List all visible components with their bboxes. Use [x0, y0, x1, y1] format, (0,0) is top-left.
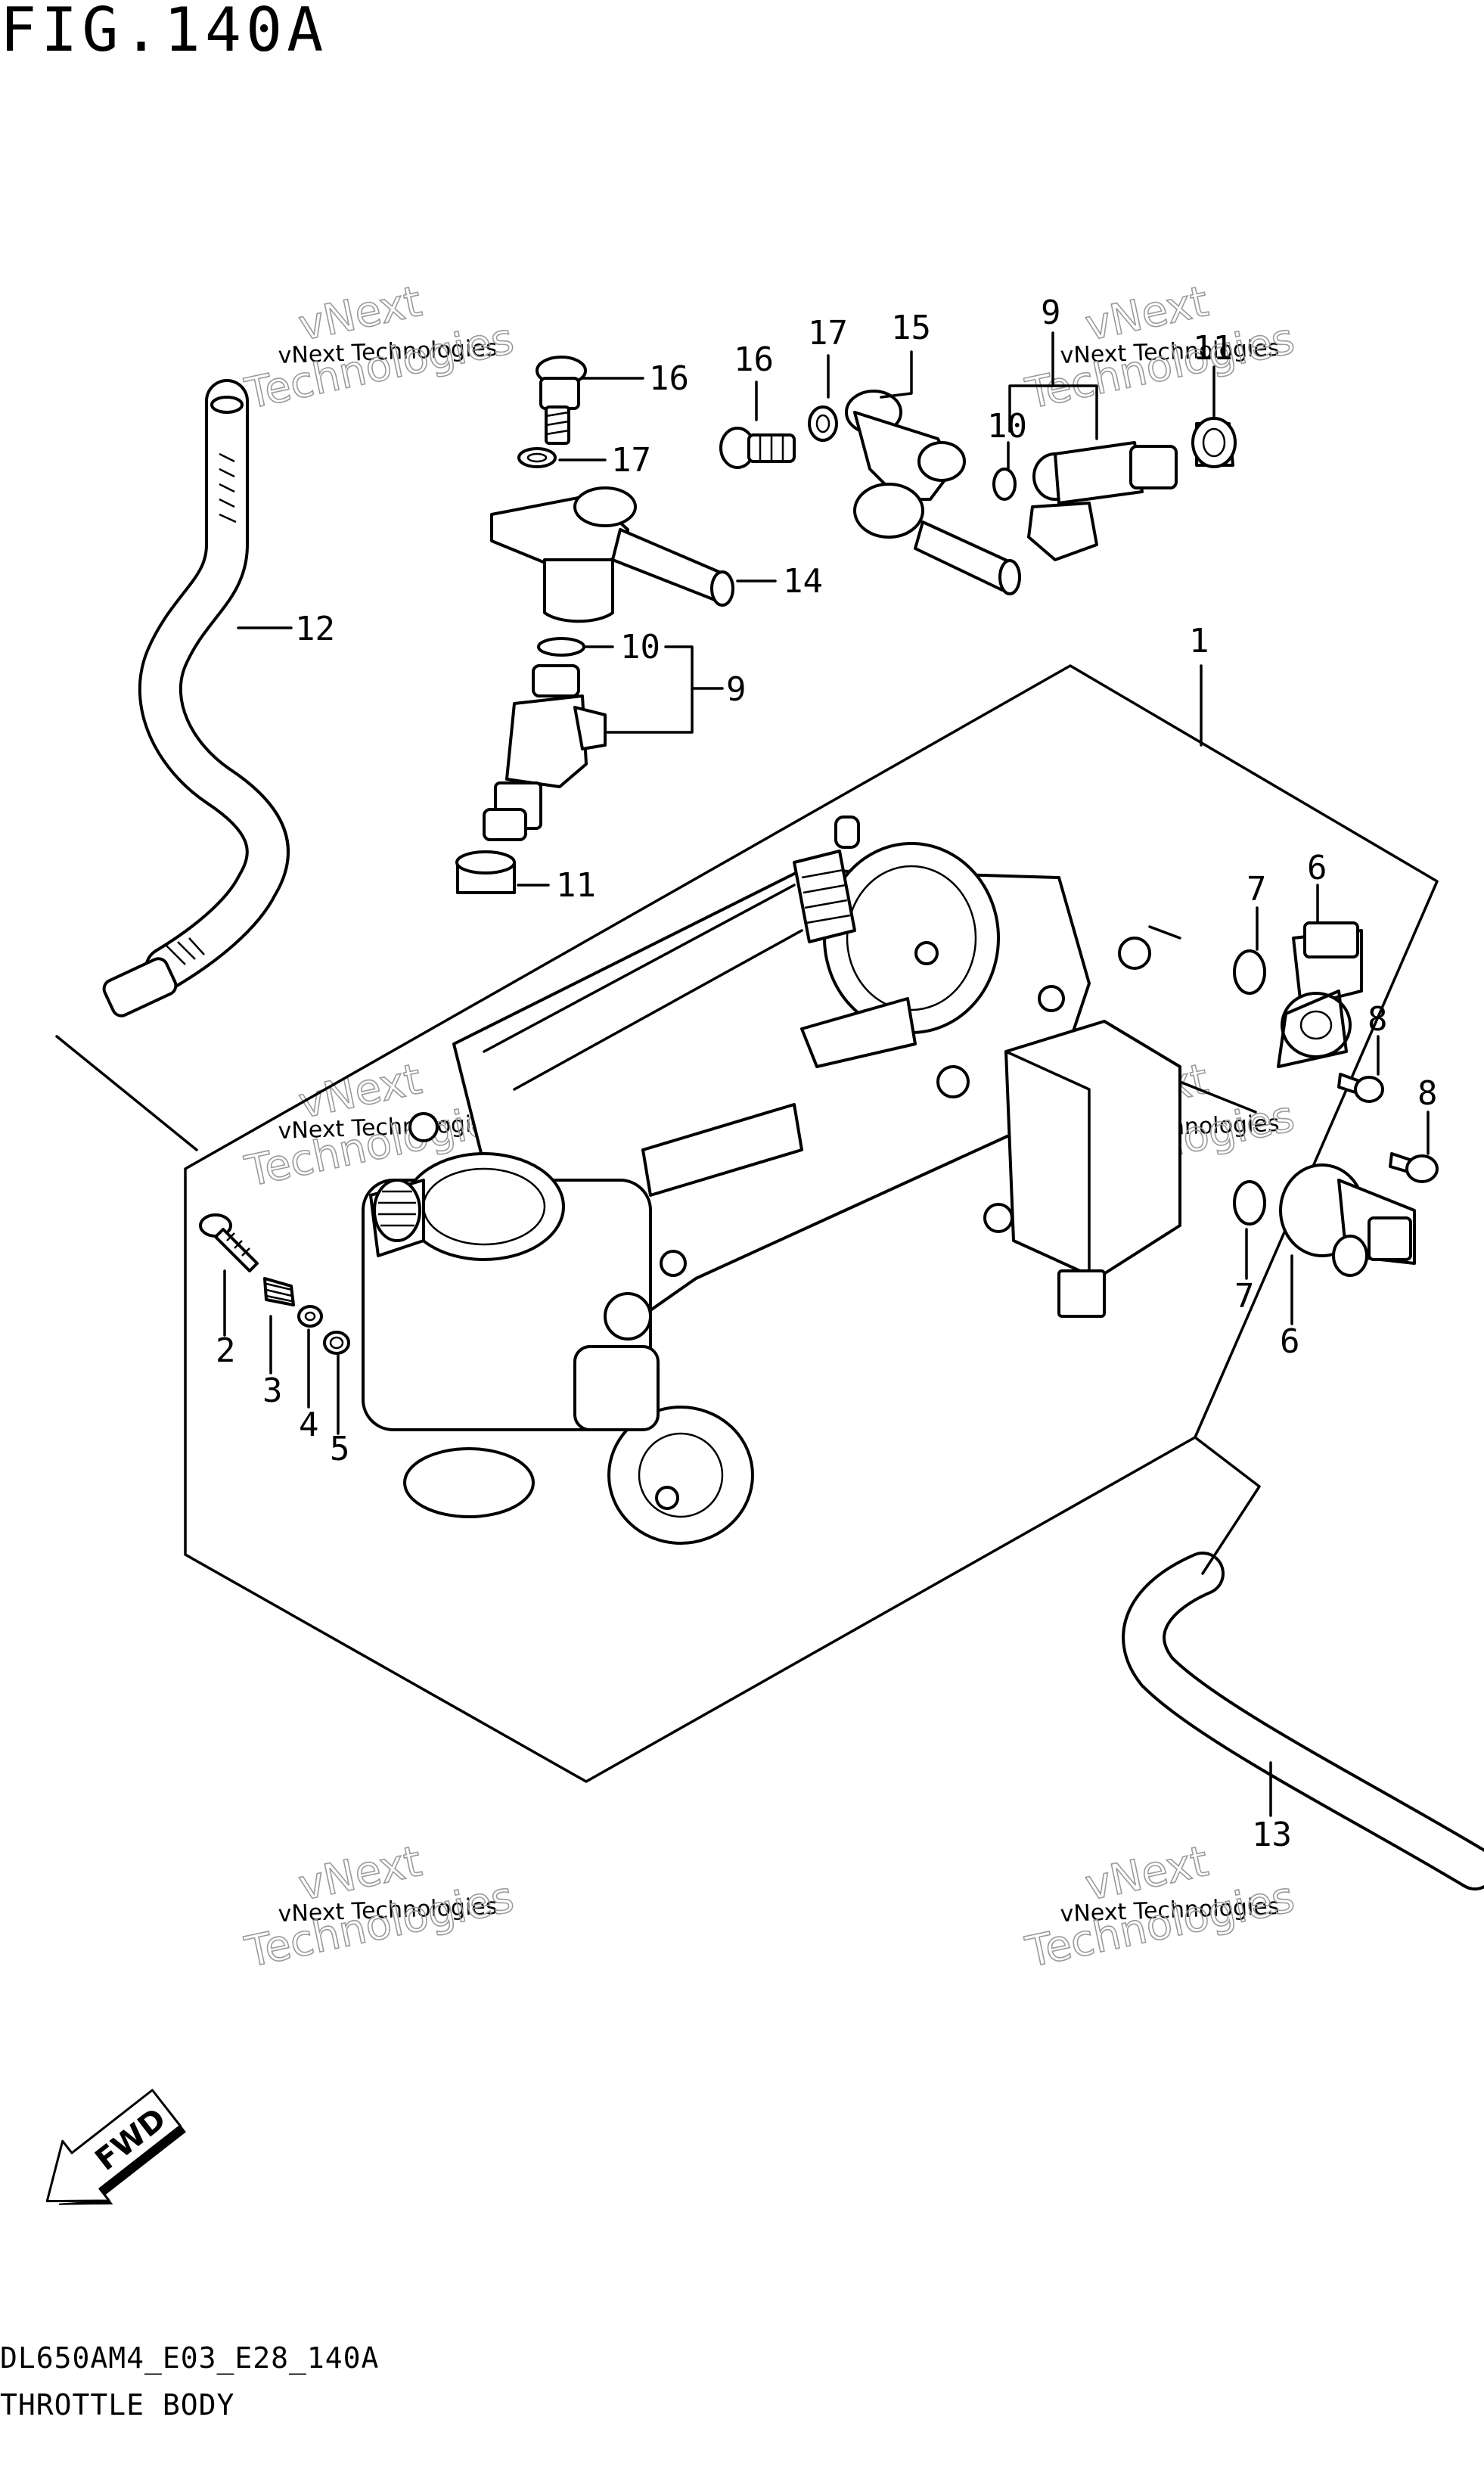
injector-holder-15: [845, 350, 1021, 595]
callout-15: 15: [891, 309, 931, 347]
injector-holder-14: [490, 486, 777, 623]
callout-10a: 10: [987, 407, 1027, 446]
bolt-16-right: [719, 381, 796, 469]
callout-14: 14: [783, 562, 823, 601]
hose-13: [1122, 1436, 1484, 1890]
sensor-6-upper: [1277, 884, 1363, 1068]
callout-16a: 16: [649, 359, 689, 398]
leader-assembly-right: [1178, 1080, 1257, 1114]
watermark-top-left: vNext Technologies vNext Technologies: [241, 276, 519, 419]
callout-9b: 9: [726, 670, 747, 709]
oring-10-right: [992, 441, 1017, 501]
callout-10b: 10: [620, 628, 660, 666]
callout-9a: 9: [1041, 294, 1061, 332]
seal-11-right: [1191, 365, 1237, 468]
callout-7b: 7: [1234, 1277, 1255, 1316]
spring-3: [263, 1277, 295, 1375]
callout-11a: 11: [1193, 329, 1233, 368]
callout-11b: 11: [556, 866, 596, 905]
watermark-bottom-left: vNext Technologies vNext Technologies: [241, 1836, 519, 1977]
callout-7a: 7: [1246, 870, 1267, 909]
fwd-arrow: FWD: [45, 2089, 186, 2205]
callout-16b: 16: [734, 340, 774, 379]
callout-17a: 17: [611, 441, 651, 480]
sensor-6-lower: [1279, 1163, 1416, 1325]
injector-9-left: [483, 645, 724, 841]
callout-4: 4: [299, 1406, 319, 1444]
assembly-frame: [184, 664, 1439, 1783]
callout-5: 5: [330, 1430, 350, 1468]
diagram-title: THROTTLE BODY: [0, 2388, 235, 2422]
leader-12-assembly: [55, 1035, 198, 1151]
figure-title: FIG.140A: [0, 0, 328, 65]
watermark-top-right: vNext Technologies vNext Technologies: [1021, 276, 1299, 419]
leader-13-assembly: [1194, 1436, 1261, 1575]
oring-7-lower: [1233, 1180, 1266, 1280]
callout-8b: 8: [1417, 1074, 1438, 1113]
washer-17-right: [808, 354, 838, 442]
leader-15: [880, 350, 913, 399]
callout-8a: 8: [1368, 1000, 1388, 1039]
callout-13: 13: [1252, 1816, 1292, 1854]
throttle-body-1: [362, 815, 1181, 1545]
callout-12: 12: [295, 610, 335, 648]
washer-17-left: [517, 447, 607, 468]
hose-12: [102, 379, 293, 1017]
oring-5: [323, 1331, 350, 1435]
screw-2: [199, 1213, 259, 1337]
washer-4: [297, 1305, 323, 1409]
callout-6a: 6: [1307, 849, 1327, 887]
callout-3: 3: [262, 1372, 283, 1410]
diagram-code: DL650AM4_E03_E28_140A: [0, 2341, 380, 2375]
watermark-bottom-right: vNext Technologies vNext Technologies: [1021, 1836, 1299, 1977]
callout-17b: 17: [808, 314, 848, 353]
injector-9-right: [1008, 331, 1178, 561]
seal-11-left: [455, 850, 550, 894]
callout-2: 2: [216, 1331, 236, 1370]
bolt-8-upper: [1337, 1035, 1384, 1103]
leader-oring-upper: [1148, 925, 1181, 940]
bolt-16-left: [536, 356, 644, 445]
callout-1: 1: [1189, 622, 1209, 660]
callout-6b: 6: [1280, 1322, 1300, 1361]
oring-10-left: [537, 637, 614, 657]
bolt-8-lower: [1389, 1111, 1439, 1183]
oring-7-upper: [1233, 906, 1266, 995]
